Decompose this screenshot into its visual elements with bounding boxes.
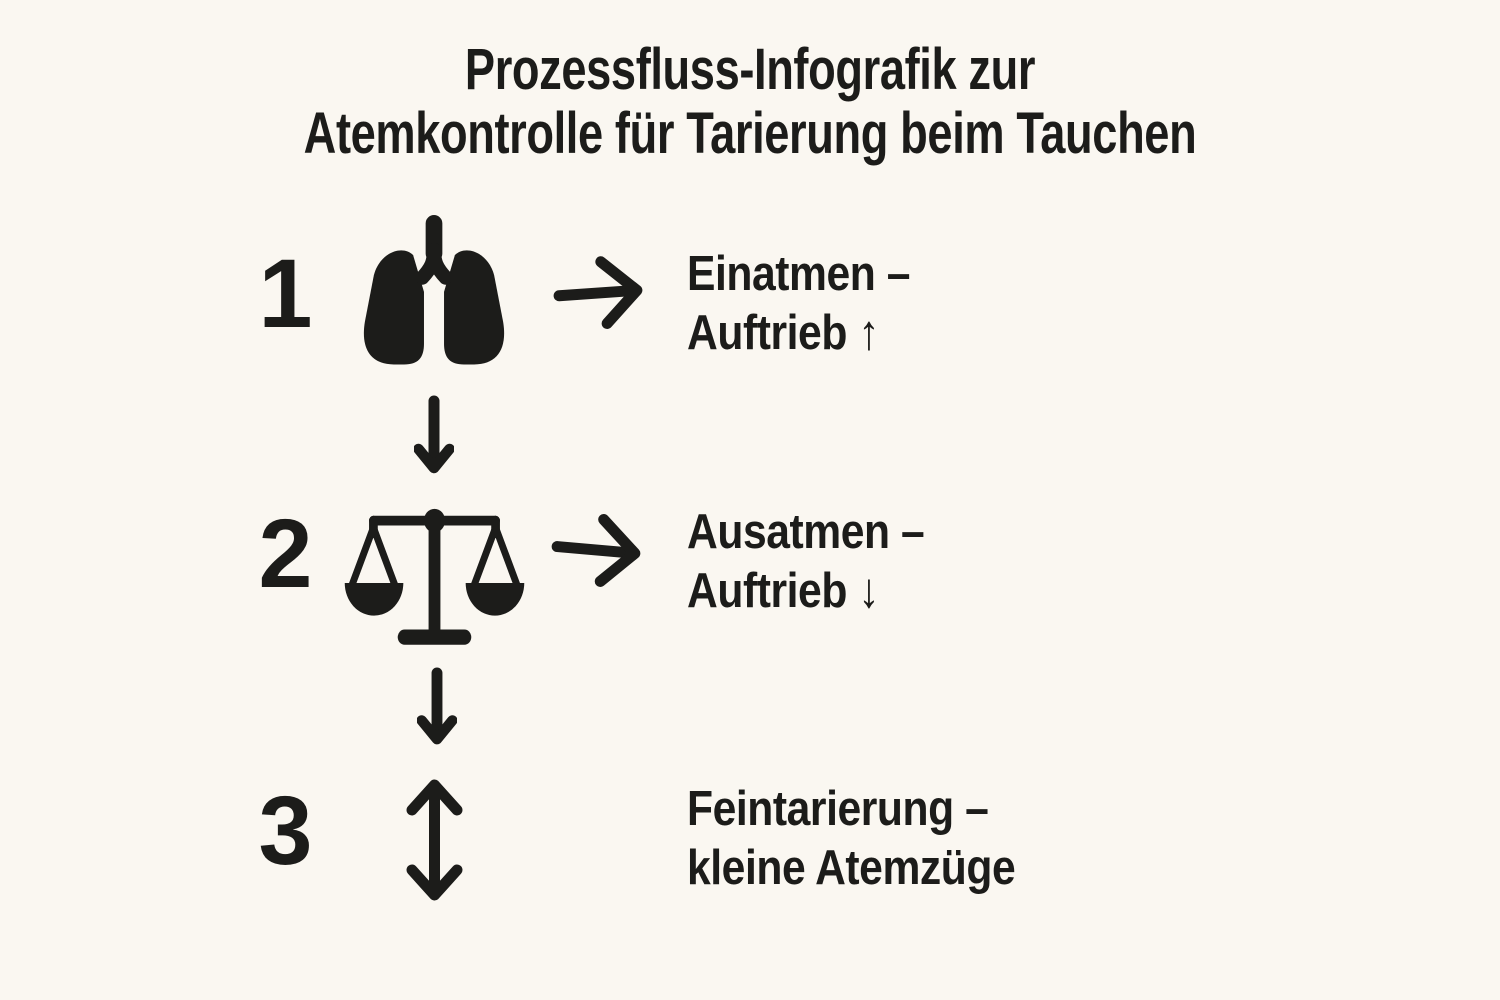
- step-3-label: Feintarierung – kleine Atemzüge: [687, 780, 1064, 898]
- arrow-right-icon: [547, 506, 647, 594]
- infographic-title: Prozessfluss-Infografik zur Atemkontroll…: [0, 38, 1500, 166]
- step-2-label-line-1: Ausatmen –: [687, 505, 925, 559]
- step-1-label-line-1: Einatmen –: [687, 247, 911, 301]
- step-2-label-line-2: Auftrieb ↓: [687, 564, 880, 618]
- step-3-number: 3: [258, 776, 313, 885]
- balance-scale-icon: [341, 504, 528, 651]
- step-1-label: Einatmen – Auftrieb ↑: [687, 245, 943, 363]
- arrow-down-icon: [414, 395, 454, 489]
- lungs-icon: [350, 210, 518, 377]
- step-2-label: Ausatmen – Auftrieb ↓: [687, 503, 960, 621]
- step-3-label-line-2: kleine Atemzüge: [687, 841, 1016, 895]
- step-3-label-line-1: Feintarierung –: [687, 782, 989, 836]
- title-line-1: Prozessfluss-Infografik zur: [464, 37, 1036, 102]
- up-down-arrow-icon: [404, 776, 465, 904]
- title-line-2: Atemkontrolle für Tarierung beim Tauchen: [303, 101, 1197, 166]
- step-2-number: 2: [258, 499, 313, 608]
- arrow-down-icon: [417, 667, 457, 760]
- step-1-label-line-2: Auftrieb ↑: [687, 306, 880, 360]
- step-1-number: 1: [258, 239, 313, 348]
- arrow-right-icon: [549, 250, 647, 336]
